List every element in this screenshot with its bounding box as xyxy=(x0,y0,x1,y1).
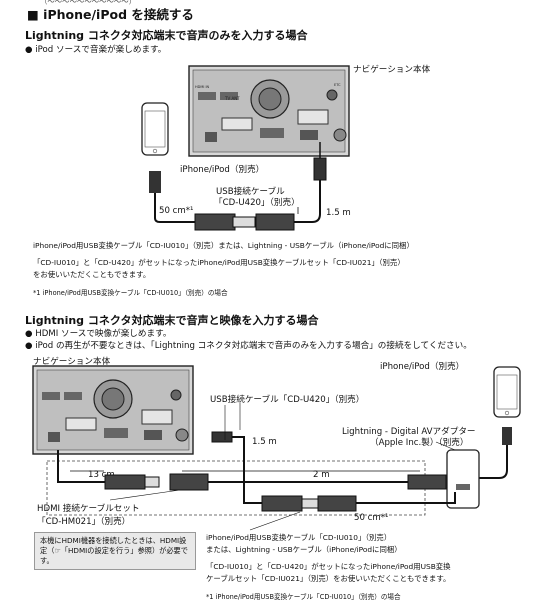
usb-adapter-icon-2 xyxy=(261,495,303,512)
part1-usb-cable-label-1: USB接続ケーブル xyxy=(216,187,285,197)
part1-body-2: 「CD-IU010」と「CD-U420」がセットになったiPhone/iPod用… xyxy=(33,258,405,267)
part1-iphone-label: iPhone/iPod（別売） xyxy=(180,165,265,175)
part1-footnote: *1 iPhone/iPod用USB変換ケーブル「CD-IU010」（別売）の場… xyxy=(33,289,228,297)
lightning-plug-icon xyxy=(149,171,161,193)
usb-cable-connector-icon xyxy=(255,213,295,231)
navigation-unit-back-panel-2 xyxy=(32,365,194,455)
part2-1-5m-label: 1.5 m xyxy=(252,437,277,447)
usb-plug-icon-2 xyxy=(211,431,233,443)
usb-adapter-icon xyxy=(194,213,236,231)
part1-nav-unit-label: ナビゲーション本体 xyxy=(353,65,431,75)
part2-body-1: iPhone/iPod用USB変換ケーブル「CD-IU010」（別売） xyxy=(206,533,392,542)
part2-2m-label: 2 m xyxy=(313,470,330,480)
hdmi-in-label: HDMI IN xyxy=(195,85,210,89)
iphone-icon xyxy=(141,102,169,156)
part2-footnote: *1 iPhone/iPod用USB変換ケーブル「CD-IU010」（別売）の場… xyxy=(206,593,401,601)
part2-adapter-label-1: Lightning - Digital AVアダプター xyxy=(342,427,476,437)
section-title: ■ iPhone/iPod を接続する xyxy=(27,7,194,22)
tv-ant-label: TV ANT xyxy=(224,96,240,101)
hdmi-adapter-icon xyxy=(104,474,146,490)
part1-bullet: ● iPod ソースで音楽が楽しめます。 xyxy=(25,45,167,55)
part2-50cm-label: 50 cm*¹ xyxy=(354,513,389,523)
iphone-icon-2 xyxy=(493,366,521,418)
etc-label: ETC xyxy=(334,83,341,87)
part2-adapter-label-2: （Apple Inc.製）（別売） xyxy=(370,438,469,448)
lightning-plug-icon-2 xyxy=(502,427,512,445)
part2-iphone-label: iPhone/iPod（別売） xyxy=(380,362,465,372)
part1-heading: Lightning コネクタ対応端末で音声のみを入力する場合 xyxy=(25,29,308,42)
part1-50cm-label: 50 cm*¹ xyxy=(159,206,194,216)
part2-body-2: または、Lightning - USBケーブル（iPhone/iPodに同梱） xyxy=(206,545,402,554)
part2-usb-cable-label: USB接続ケーブル「CD-U420」（別売） xyxy=(210,395,365,405)
part1-body-3: をお使いいただくこともできます。 xyxy=(33,270,151,279)
part1-usb-cable-label-2: 「CD-U420」（別売） xyxy=(214,198,300,208)
part2-13cm-label: 13 cm xyxy=(88,470,115,480)
usb-plug-icon xyxy=(313,157,327,181)
part1-body-1: iPhone/iPod用USB変換ケーブル「CD-IU010」（別売）または、L… xyxy=(33,241,414,250)
part2-body-4: ケーブルセット「CD-IU021」（別売）をお使いいただくこともできます。 xyxy=(206,574,451,583)
hdmi-cable-connector-icon xyxy=(169,473,209,491)
av-adapter-icon xyxy=(446,449,480,509)
navigation-unit-back-panel: TV ANT HDMI IN ETC xyxy=(188,65,350,157)
part2-nav-unit-label: ナビゲーション本体 xyxy=(33,357,111,367)
top-fragment: （～～～～～～～～～～～） xyxy=(40,0,137,6)
usb-cable-connector-icon-2 xyxy=(317,495,357,512)
part1-1-5m-label: 1.5 m xyxy=(326,208,351,218)
part2-bullet-1: ● HDMI ソースで映像が楽しめます。 xyxy=(25,329,172,339)
part2-bullet-2: ● iPod の再生が不要なときは、「Lightning コネクタ対応端末で音声… xyxy=(25,341,472,351)
part2-heading: Lightning コネクタ対応端末で音声と映像を入力する場合 xyxy=(25,314,319,327)
hdmi-settings-note: 本機にHDMI機器を接続したときは、HDMI設定（☞「HDMIの設定を行う」参照… xyxy=(34,532,196,570)
part2-hdmi-set-label-1: HDMI 接続ケーブルセット xyxy=(37,504,140,514)
part2-body-3: 「CD-IU010」と「CD-U420」がセットになったiPhone/iPod用… xyxy=(206,562,451,571)
part2-hdmi-set-label-2: 「CD-HM021」（別売） xyxy=(37,517,131,527)
